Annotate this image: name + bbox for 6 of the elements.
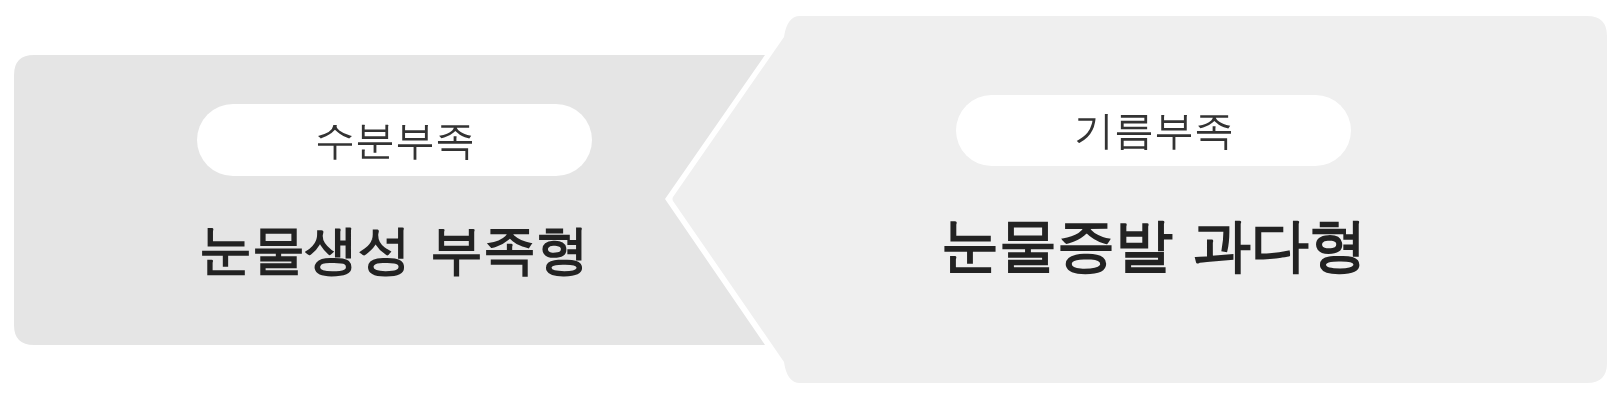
category-panel [672,16,1607,383]
category-tag: 기름부족 [956,95,1351,166]
panel-heading: 눈물생성 부족형 [199,220,589,280]
category-tag: 수분부족 [197,104,592,176]
category-panel [14,55,765,345]
panel-heading: 눈물증발 과다형 [940,214,1368,278]
